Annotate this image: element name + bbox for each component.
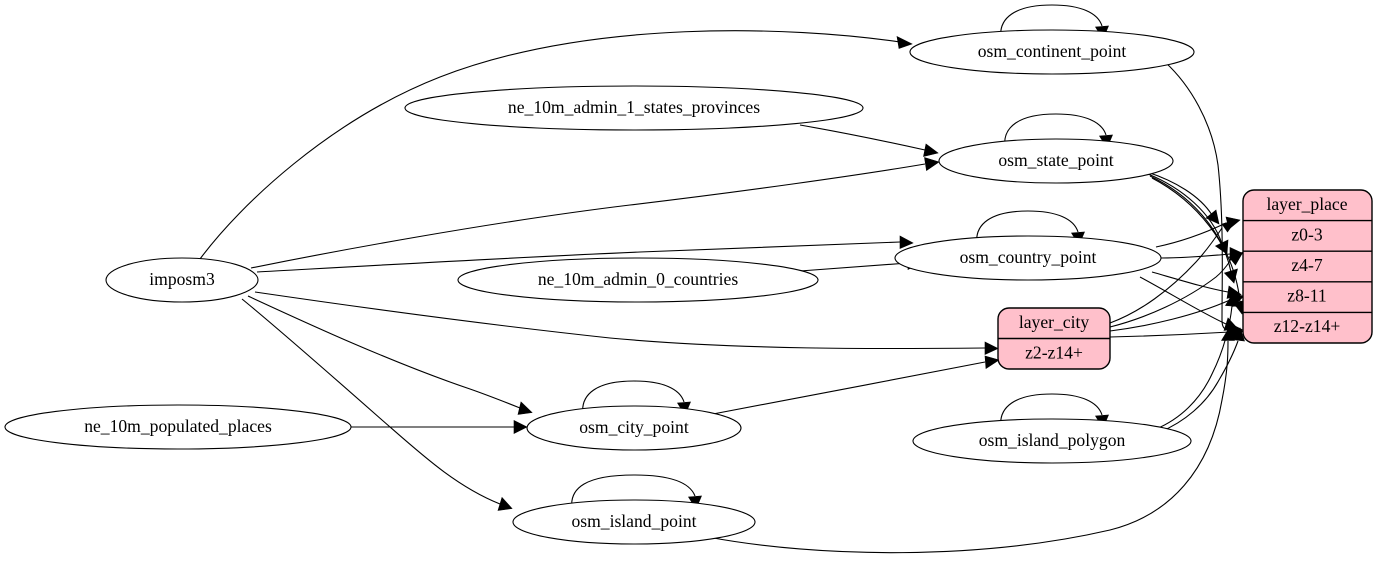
- edge-layer_city-to-layer_place-z12: [1109, 325, 1244, 340]
- edge-imposm3-to-osm_state_point: [250, 157, 940, 269]
- node-imposm3[interactable]: imposm3: [105, 257, 259, 303]
- edge-osm_country_point-to-layer_place-z12: [1139, 276, 1239, 331]
- edge-osm_island_point-to-layer_place-z12: [707, 327, 1235, 554]
- node-ne_10m_admin_1_states_provinces[interactable]: ne_10m_admin_1_states_provinces: [404, 85, 864, 131]
- node-osm_country_point[interactable]: osm_country_point: [894, 235, 1162, 281]
- edge-osm_island_polygon-to-layer_place-z12: [1159, 327, 1245, 433]
- edge-layer_city-to-layer_place-z4: [1109, 251, 1244, 328]
- edge-ne_10m_admin_1_states_provinces-to-osm_state_point: [799, 124, 939, 157]
- node-osm_island_polygon[interactable]: osm_island_polygon: [912, 418, 1192, 464]
- record-layer_place-row-z0-3: z0-3: [1291, 225, 1322, 245]
- edge-ne_10m_populated_places-to-osm_city_point: [351, 420, 528, 434]
- edge-imposm3-to-osm_island_point: [241, 298, 513, 511]
- edge-osm_state_point-to-layer_place-z8: [1149, 175, 1238, 284]
- node-osm_city_point[interactable]: osm_city_point: [526, 405, 742, 451]
- edge-layer_city-to-layer_place-z0: [1109, 219, 1237, 324]
- edge-imposm3-to-osm_country_point: [256, 235, 914, 273]
- node-ne_10m_admin_1_states_provinces-label: ne_10m_admin_1_states_provinces: [508, 97, 760, 117]
- node-osm_island_polygon-label: osm_island_polygon: [979, 430, 1126, 450]
- edge-imposm3-to-osm_city_point: [247, 295, 533, 415]
- node-ne_10m_admin_0_countries-label: ne_10m_admin_0_countries: [538, 269, 738, 289]
- record-layer_place-row-z8-11: z8-11: [1287, 286, 1326, 306]
- node-osm_city_point-label: osm_city_point: [579, 417, 689, 437]
- node-osm_state_point-label: osm_state_point: [998, 150, 1113, 170]
- record-layer_city-title: layer_city: [1019, 312, 1090, 332]
- node-ne_10m_populated_places[interactable]: ne_10m_populated_places: [4, 404, 352, 450]
- record-layer: layer_place z0-3 z4-7 z8-11 z12-z14+ lay…: [997, 189, 1373, 370]
- record-layer_city-row-z2-z14plus: z2-z14+: [1025, 343, 1083, 363]
- record-layer_place-row-z12-z14plus: z12-z14+: [1274, 316, 1341, 336]
- node-osm_country_point-label: osm_country_point: [960, 247, 1097, 267]
- edge-osm_state_point-to-layer_place-z0: [1146, 171, 1220, 225]
- record-node-layer_place[interactable]: layer_place z0-3 z4-7 z8-11 z12-z14+: [1242, 189, 1373, 344]
- record-layer_place-row-z4-7: z4-7: [1291, 255, 1322, 275]
- node-osm_state_point[interactable]: osm_state_point: [938, 138, 1174, 184]
- record-node-layer_city[interactable]: layer_city z2-z14+: [997, 307, 1111, 370]
- edge-imposm3-to-osm_continent_point: [199, 30, 913, 260]
- node-layer: imposm3 ne_10m_admin_1_states_provinces …: [4, 29, 1195, 545]
- node-ne_10m_populated_places-label: ne_10m_populated_places: [84, 416, 272, 436]
- node-osm_island_point[interactable]: osm_island_point: [512, 499, 756, 545]
- node-ne_10m_admin_0_countries[interactable]: ne_10m_admin_0_countries: [457, 257, 819, 303]
- record-layer_place-title: layer_place: [1266, 194, 1347, 214]
- node-osm_island_point-label: osm_island_point: [571, 511, 696, 531]
- edge-osm_city_point-to-layer_city: [712, 355, 1000, 415]
- edge-osm_island_polygon-to-layer_place-z8: [1155, 292, 1239, 430]
- edge-imposm3-to-layer_city: [254, 291, 999, 355]
- node-imposm3-label: imposm3: [149, 269, 215, 289]
- node-osm_continent_point-label: osm_continent_point: [978, 41, 1127, 61]
- node-osm_continent_point[interactable]: osm_continent_point: [909, 29, 1195, 75]
- edge-layer_city-to-layer_place-z8: [1109, 293, 1245, 332]
